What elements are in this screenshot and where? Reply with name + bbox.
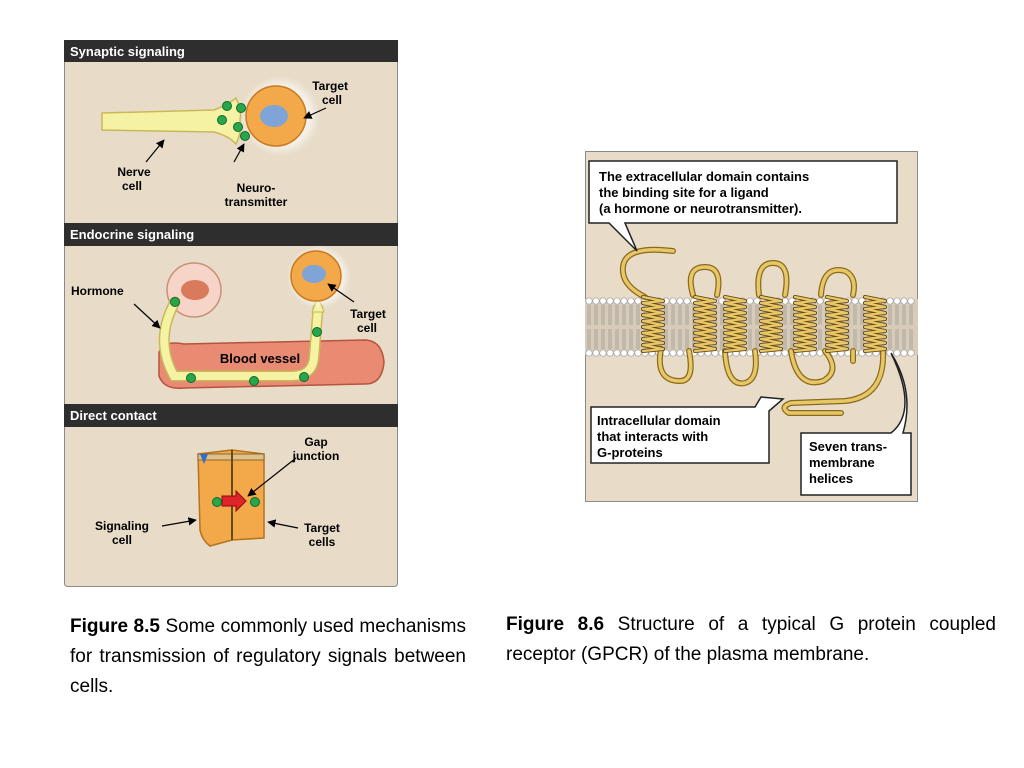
signaling-label-1: Signaling [95, 519, 149, 533]
signaling-label-2: cell [112, 533, 132, 547]
target-label-2: cell [357, 321, 377, 335]
signaling-figure: Synaptic signaling Target cell Nerve cel… [64, 40, 398, 587]
target-nucleus [302, 265, 326, 283]
panel-header [64, 404, 398, 427]
callout-extracellular: The extracellular domain contains the bi… [588, 160, 898, 252]
figure-8-5-caption: Figure 8.5 Some commonly used mechanisms… [70, 612, 466, 702]
target-cells-label-2: cells [309, 535, 336, 549]
nerve-label-1: Nerve [117, 165, 151, 179]
panel-endocrine: Endocrine signaling Blood vessel Hormone… [64, 223, 398, 389]
panel-title: Direct contact [70, 408, 157, 423]
panel-title: Synaptic signaling [70, 44, 185, 59]
neuro-label-1: Neuro- [237, 181, 276, 195]
figure-8-6-caption: Figure 8.6 Structure of a typical G prot… [506, 610, 996, 670]
callout-top-line-2: the binding site for a ligand [599, 185, 769, 200]
target-label-1: Target [312, 79, 348, 93]
callout-seven-helices: Seven trans- membrane helices [800, 352, 912, 496]
caption-label: Figure 8.6 [506, 614, 605, 635]
callout-top-line-1: The extracellular domain contains [599, 169, 809, 184]
gap-junction-arrow [221, 489, 247, 513]
target-label-1: Target [350, 307, 386, 321]
target-label-2: cell [322, 93, 342, 107]
panel-header [64, 40, 398, 62]
gap-label-1: Gap [304, 435, 327, 449]
gpcr-figure: The extracellular domain contains the bi… [585, 151, 918, 502]
hormone-label: Hormone [71, 284, 124, 298]
caption-label: Figure 8.5 [70, 616, 160, 637]
panel-synaptic: Synaptic signaling Target cell Nerve cel… [64, 40, 398, 209]
hormone-dots [170, 297, 322, 386]
callout-intra-line-2: that interacts with [597, 429, 708, 444]
panel-title: Endocrine signaling [70, 227, 194, 242]
caption-text: Some commonly used mechanisms for transm… [70, 616, 467, 697]
gap-label-2: junction [292, 449, 340, 463]
callout-seven-line-2: membrane [809, 455, 875, 470]
neuro-label-2: transmitter [225, 195, 288, 209]
panel-header [64, 223, 398, 246]
target-cells-label-1: Target [304, 521, 340, 535]
callout-intra-line-3: G-proteins [597, 445, 663, 460]
blood-vessel-label: Blood vessel [220, 351, 300, 366]
gpcr-chain [619, 246, 887, 416]
panel-direct-contact: Direct contact Gap junction Signaling ce… [64, 404, 398, 549]
nerve-label-2: cell [122, 179, 142, 193]
caption-text: Structure of a typical G protein coupled… [506, 614, 996, 665]
hormone-path [160, 298, 322, 380]
callout-seven-line-3: helices [809, 471, 853, 486]
callout-top-line-3: (a hormone or neurotransmitter). [599, 201, 802, 216]
callout-intra-line-1: Intracellular domain [597, 413, 721, 428]
hormone-nucleus [181, 280, 209, 300]
callout-seven-line-1: Seven trans- [809, 439, 887, 454]
callout-intracellular: Intracellular domain that interacts with… [590, 396, 785, 464]
neurotransmitter-dots [217, 101, 250, 141]
target-nucleus [260, 105, 288, 127]
